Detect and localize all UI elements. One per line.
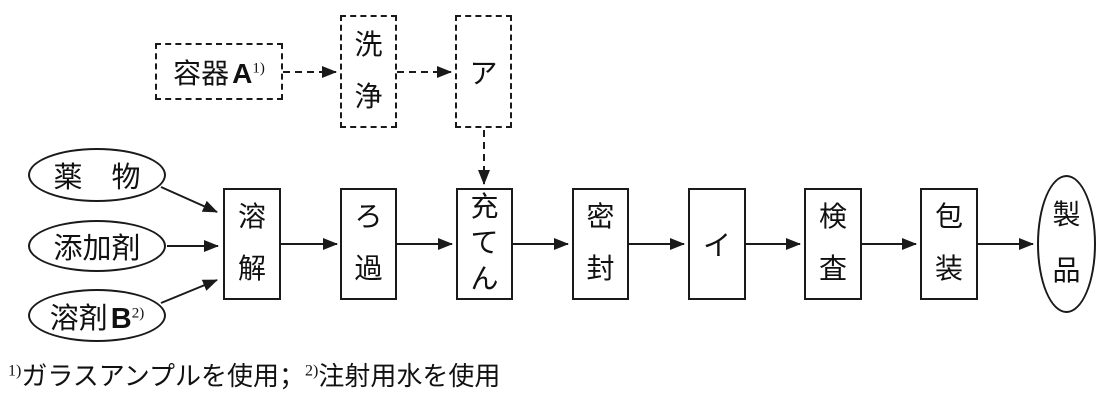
node-blank-i: イ — [688, 188, 746, 300]
footnote-text-1: ガラスアンプルを使用； — [21, 362, 305, 391]
node-additive-label: 添加剤 — [53, 233, 141, 265]
node-drug: 薬 物 — [28, 148, 166, 202]
node-inspection: 検査 — [804, 188, 862, 300]
arrow-solvent-to-dissolve — [160, 279, 218, 304]
footnote-sup-1: 1) — [8, 362, 22, 380]
node-inspection-label: 検査 — [818, 202, 847, 285]
node-product: 製品 — [1037, 175, 1096, 313]
node-product-label: 製品 — [1052, 200, 1081, 287]
node-sealing: 密封 — [572, 188, 629, 300]
node-blank-a-label: ア — [469, 58, 498, 90]
node-packaging-label: 包装 — [934, 202, 963, 285]
footnote: 1)ガラスアンプルを使用；2)注射用水を使用 — [8, 356, 500, 393]
node-blank-a: ア — [455, 15, 512, 128]
node-filtration: ろ過 — [340, 188, 397, 300]
footnote-text-2: 注射用水を使用 — [318, 362, 501, 391]
node-packaging: 包装 — [920, 188, 978, 300]
arrow-drug-to-dissolve — [160, 186, 218, 213]
node-washing-label: 洗浄 — [354, 29, 383, 113]
node-filling-label: 充てん — [470, 192, 499, 295]
node-drug-label: 薬 物 — [53, 162, 141, 194]
node-washing: 洗浄 — [340, 15, 397, 128]
node-sealing-label: 密封 — [586, 202, 615, 285]
footnote-marker-1: 1) — [252, 60, 265, 77]
node-dissolve-label: 溶解 — [237, 202, 266, 285]
node-filtration-label: ろ過 — [354, 202, 383, 285]
footnote-marker-2: 2) — [131, 304, 145, 321]
node-filling: 充てん — [456, 188, 513, 300]
node-additive: 添加剤 — [28, 220, 166, 272]
node-blank-i-label: イ — [702, 231, 731, 262]
node-dissolve: 溶解 — [223, 188, 281, 300]
footnote-sup-2: 2) — [305, 362, 319, 380]
